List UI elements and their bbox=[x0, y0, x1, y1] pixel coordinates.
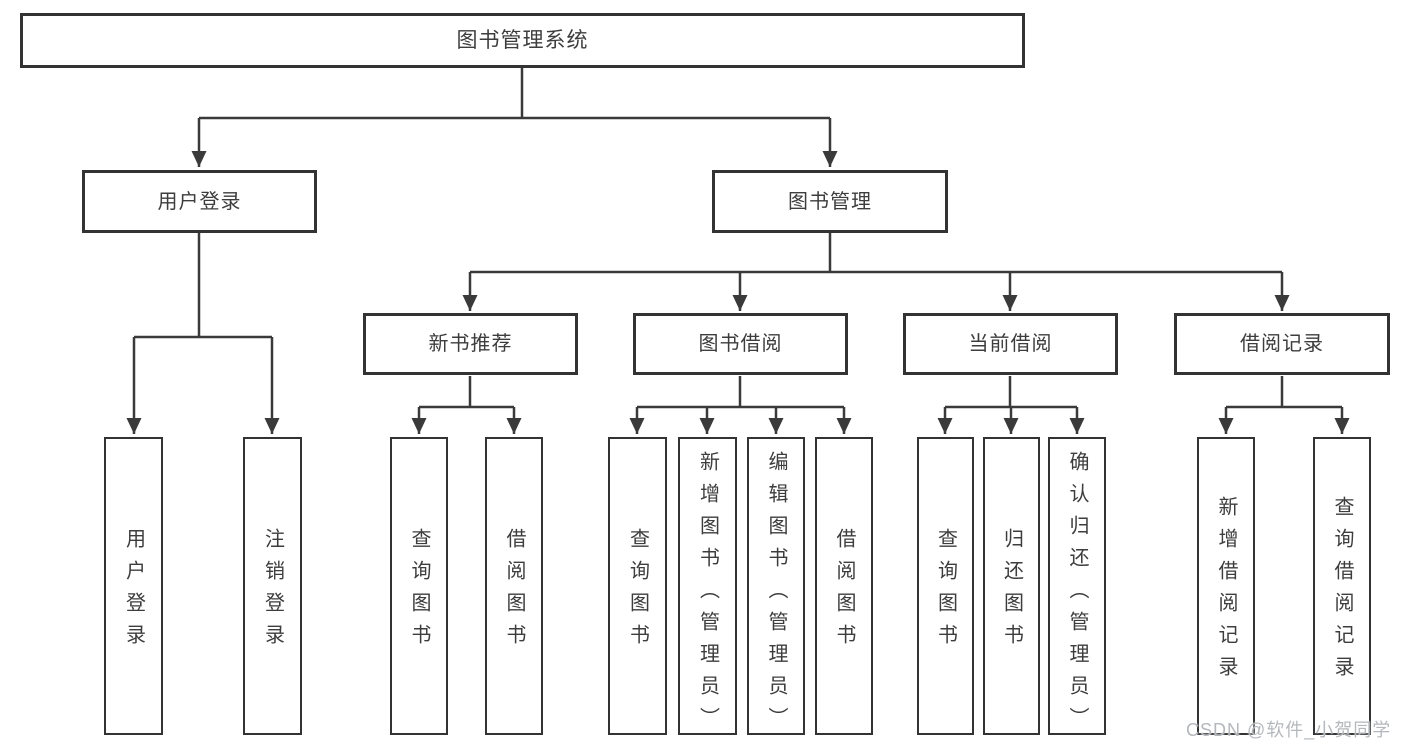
leaf-logout: 注销登录 bbox=[243, 437, 302, 735]
leaf-add-book-admin: 新增图书（管理员） bbox=[678, 437, 737, 739]
leaf-confirm-return-admin: 确认归还（管理员） bbox=[1048, 437, 1106, 739]
leaf-query-books-recommend: 查询图书 bbox=[390, 437, 448, 735]
node-book-management: 图书管理 bbox=[712, 170, 948, 233]
node-root-library-system: 图书管理系统 bbox=[20, 13, 1025, 68]
leaf-borrow-books-recommend: 借阅图书 bbox=[485, 437, 543, 735]
leaf-query-books-borrow: 查询图书 bbox=[608, 437, 667, 735]
leaf-user-login: 用户登录 bbox=[104, 437, 163, 735]
leaf-edit-book-admin: 编辑图书（管理员） bbox=[747, 437, 805, 739]
node-new-book-recommend: 新书推荐 bbox=[363, 313, 578, 375]
leaf-query-borrow-record: 查询借阅记录 bbox=[1313, 437, 1371, 735]
csdn-watermark: CSDN @软件_小贺同学 bbox=[1186, 720, 1392, 740]
leaf-return-books: 归还图书 bbox=[983, 437, 1040, 735]
leaf-add-borrow-record: 新增借阅记录 bbox=[1197, 437, 1255, 735]
leaf-query-books-current: 查询图书 bbox=[917, 437, 974, 735]
node-current-borrowing: 当前借阅 bbox=[903, 313, 1118, 375]
node-borrowing-records: 借阅记录 bbox=[1174, 313, 1390, 375]
node-book-borrowing: 图书借阅 bbox=[633, 313, 848, 375]
leaf-borrow-books: 借阅图书 bbox=[815, 437, 873, 735]
node-user-login: 用户登录 bbox=[82, 170, 317, 233]
